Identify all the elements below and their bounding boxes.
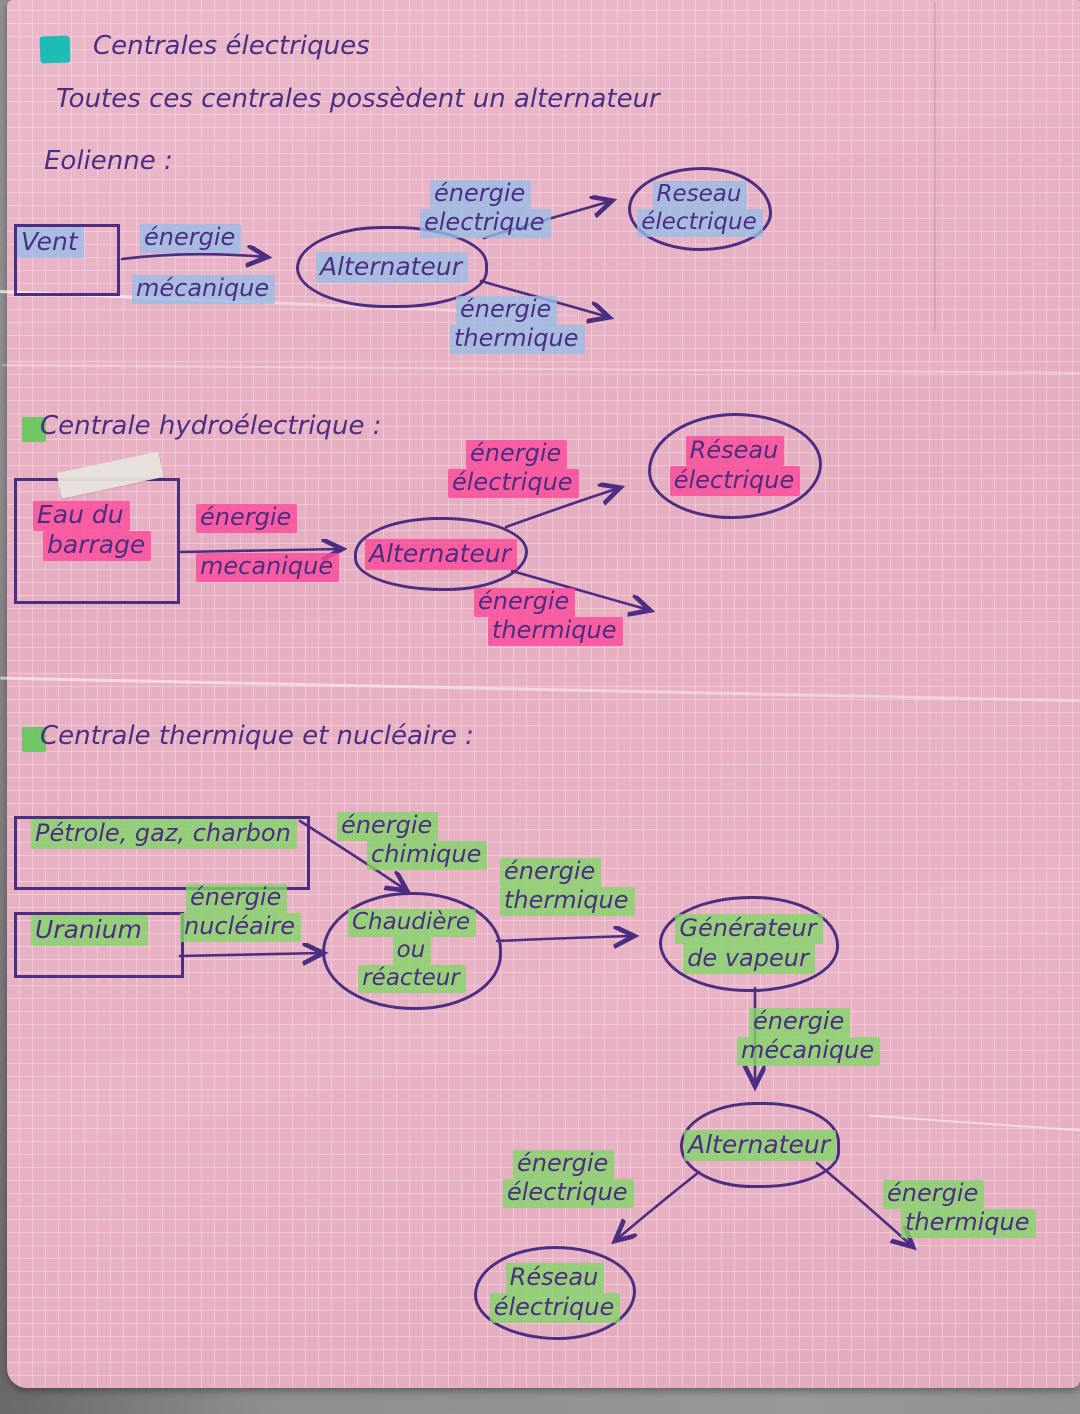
label-line: énergie [749, 1008, 851, 1037]
label-line: électrique [503, 1178, 634, 1208]
eau-du-barrage-box: Eau du barrage [14, 478, 180, 604]
chaudiere-line: ou [392, 937, 432, 965]
label-line: énergie [500, 858, 602, 887]
label-line: énergie [140, 224, 242, 253]
reseau-line: Réseau [685, 436, 785, 466]
label-energie-electrique-1: énergie electrique [420, 180, 551, 238]
generateur-vapeur-oval: Générateur de vapeur [659, 896, 839, 992]
heading-text: Centrale thermique et nucléaire : [40, 721, 474, 751]
alternateur-label: Alternateur [365, 538, 517, 570]
reseau-electrique-oval-3: Réseau électrique [474, 1246, 636, 1340]
label-energie-thermique-out: énergie thermique [883, 1180, 1036, 1238]
heading-text: Eolienne : [44, 146, 173, 176]
label-line: mécanique [737, 1036, 881, 1066]
petrole-label: Pétrole, gaz, charbon [31, 819, 297, 849]
eau-du-barrage-label: Eau du barrage [33, 501, 152, 561]
label-line: électrique [448, 468, 579, 498]
label-energie-thermique-1: énergie thermique [450, 296, 585, 354]
section-heading-hydro: Centrale hydroélectrique : [40, 411, 382, 441]
reseau-line: Réseau [505, 1263, 605, 1293]
label-energie-electrique-3: énergie électrique [503, 1150, 634, 1208]
subtitle-text: Toutes ces centrales possèdent un altern… [56, 84, 660, 114]
generateur-line: de vapeur [683, 944, 815, 974]
label-line: chimique [367, 840, 488, 870]
label-line: énergie [186, 884, 288, 913]
label-line: énergie [883, 1180, 985, 1209]
label-line: thermique [488, 616, 623, 646]
label-energie-electrique-2: énergie électrique [448, 440, 579, 498]
label-line: Eau du [33, 501, 130, 531]
chaudiere-oval: Chaudière ou réacteur [322, 892, 502, 1010]
label-line: nucléaire [180, 912, 302, 942]
label-line: énergie [474, 588, 576, 617]
label-line: énergie [466, 440, 568, 469]
label-line: mecanique [196, 552, 340, 582]
chaudiere-line: réacteur [358, 965, 466, 993]
label-line: énergie [337, 812, 439, 841]
reseau-electrique-oval-1: Reseau électrique [628, 167, 772, 251]
teal-square-bullet [39, 35, 71, 64]
label-energie-mecanique-3: énergie mécanique [737, 1008, 881, 1066]
label-line: thermique [450, 324, 585, 354]
label-line: énergie [430, 180, 532, 209]
label-energie-chimique: énergie chimique [337, 812, 488, 870]
label-line: mécanique [132, 274, 276, 304]
alternateur-oval-2: Alternateur [354, 517, 528, 591]
label-line: énergie [196, 504, 298, 533]
page-subtitle: Toutes ces centrales possèdent un altern… [56, 84, 660, 114]
reseau-line: électrique [637, 209, 763, 237]
label-energie-nucleaire: énergie nucléaire [180, 884, 302, 942]
reseau-electrique-oval-2: Réseau électrique [648, 413, 822, 519]
uranium-label: Uranium [31, 915, 148, 946]
label-energie-thermique-in: énergie thermique [500, 858, 635, 916]
vent-box: Vent [14, 224, 120, 296]
generateur-line: Générateur [675, 914, 823, 944]
title-text: Centrales électriques [93, 31, 370, 61]
label-line: thermique [901, 1208, 1036, 1238]
heading-text: Centrale hydroélectrique : [40, 411, 382, 441]
alternateur-label: Alternateur [316, 251, 468, 283]
label-line: thermique [500, 886, 635, 916]
green-square-bullet [22, 727, 46, 752]
green-square-bullet [22, 417, 46, 442]
section-heading-eolienne: Eolienne : [44, 146, 173, 176]
reseau-line: électrique [669, 466, 801, 496]
label-energie-thermique-2: énergie thermique [474, 588, 623, 646]
label-line: énergie [513, 1150, 615, 1179]
label-line: barrage [43, 531, 152, 561]
label-line: énergie [456, 296, 558, 325]
page-title: Centrales électriques [93, 31, 370, 61]
edge-label-mecanique-1: énergie mécanique [132, 224, 276, 304]
petrole-gaz-charbon-box: Pétrole, gaz, charbon [14, 816, 310, 890]
label-line: electrique [420, 208, 551, 238]
edge-label-mecanique-2: énergie mecanique [196, 504, 340, 582]
vent-label: Vent [17, 227, 84, 258]
reseau-line: électrique [489, 1293, 621, 1323]
section-heading-thermique: Centrale thermique et nucléaire : [40, 721, 474, 751]
uranium-box: Uranium [14, 912, 184, 978]
alternateur-oval-1: Alternateur [296, 226, 488, 308]
reseau-line: Reseau [652, 181, 748, 209]
chaudiere-line: Chaudière [347, 909, 477, 937]
alternateur-label: Alternateur [684, 1129, 836, 1161]
alternateur-oval-3: Alternateur [680, 1102, 840, 1188]
